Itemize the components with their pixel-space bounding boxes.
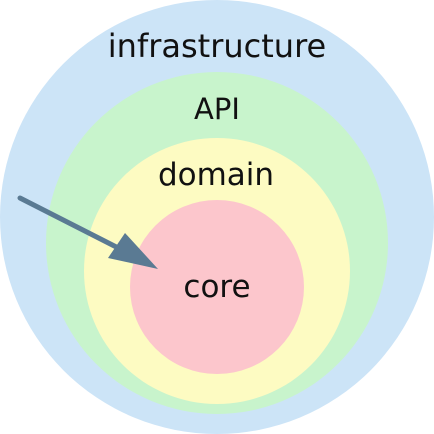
arrow-head xyxy=(108,233,158,269)
label-core: core xyxy=(183,269,250,305)
arrow-shaft xyxy=(17,195,135,258)
layer-core xyxy=(130,200,304,374)
label-infrastructure: infrastructure xyxy=(108,27,326,65)
label-api: API xyxy=(194,92,240,126)
label-domain: domain xyxy=(158,157,274,193)
